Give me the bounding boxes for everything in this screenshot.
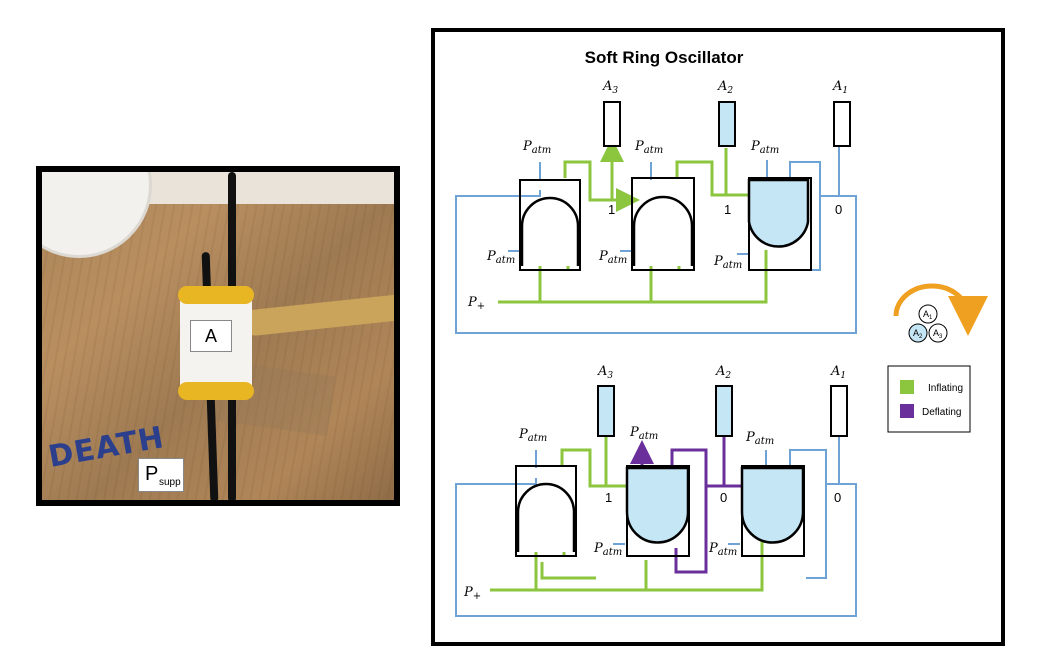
bottom-actuator-a3 (597, 385, 615, 437)
bottom-deflate-loop (670, 448, 708, 574)
bottom-feedback-tube (455, 450, 857, 617)
bottom-valve-2-membrane (625, 466, 690, 544)
supply-pressure-symbol: P (145, 463, 159, 485)
bottom-valve1-loop (540, 562, 596, 580)
actuator-photo: DEATH A P supp (42, 172, 394, 500)
bottom-actuator-a1 (830, 385, 848, 437)
top-label-a2: A2 (717, 79, 733, 96)
top-patm-6: Patm (713, 254, 742, 271)
top-pplus: P+ (467, 295, 485, 312)
cycle-label-a2: A2 (913, 328, 923, 340)
top-valve-2-membrane (632, 195, 694, 266)
top-valve3-tube (789, 161, 821, 271)
bottom-label-a3: A3 (597, 364, 613, 381)
photo-frame: DEATH A P supp (36, 166, 400, 506)
bottom-value-1: 1 (605, 490, 612, 505)
bottom-ring: A3 A2 A1 Patm Patm Patm Patm Patm P+ 1 0… (455, 364, 857, 617)
bottom-patm-2: Patm (629, 425, 658, 442)
top-label-a1: A1 (832, 79, 848, 96)
top-value-3: 0 (835, 202, 842, 217)
supply-pressure-label: P supp (138, 458, 184, 492)
top-patm-5: Patm (598, 249, 627, 266)
bottom-patm-3: Patm (745, 430, 774, 447)
top-patm-4: Patm (486, 249, 515, 266)
bottom-pplus: P+ (463, 585, 481, 602)
bottom-valve-3-membrane (740, 466, 805, 544)
top-valve-2 (631, 177, 695, 271)
cycle-icon: A1 A2 A3 (893, 283, 988, 343)
actuator-label-text: A (204, 325, 217, 346)
legend-label-inflating: Inflating (928, 383, 963, 394)
bottom-patm-6: Patm (708, 541, 737, 558)
cycle-node-a2 (908, 323, 928, 343)
top-valve-1-membrane (520, 196, 580, 266)
cycle-node-a3 (928, 323, 948, 343)
cycle-label-a1: A1 (923, 309, 933, 321)
top-ring: A3 A2 A1 Patm Patm Patm Patm Patm Patm P… (455, 79, 857, 334)
ring-oscillator-diagram: Soft Ring Oscillator (455, 48, 988, 617)
top-valve-3-membrane (747, 178, 810, 248)
top-actuator-a2 (718, 101, 736, 147)
legend: Inflating Deflating (887, 365, 971, 433)
legend-box (887, 365, 971, 433)
top-actuator-a3 (603, 101, 621, 147)
actuator-label: A (190, 320, 232, 352)
bottom-value-3: 0 (834, 490, 841, 505)
supply-pressure-subscript: supp (159, 477, 181, 488)
top-label-a3: A3 (602, 79, 618, 96)
top-patm-1: Patm (522, 139, 551, 156)
bottom-patm-5: Patm (593, 541, 622, 558)
bottom-actuator-a2 (715, 385, 733, 437)
bottom-valve3-tube (789, 449, 827, 579)
bottom-label-a1: A1 (830, 364, 846, 381)
cycle-label-a3: A3 (933, 328, 943, 340)
top-value-1: 1 (608, 202, 615, 217)
bottom-valve1-output (560, 448, 626, 488)
top-value-2: 1 (724, 202, 731, 217)
diagram-title: Soft Ring Oscillator (585, 48, 744, 67)
cycle-node-a1 (918, 304, 938, 324)
top-supply-line (498, 250, 768, 304)
top-feedback-tube (455, 190, 857, 334)
bottom-valve-1 (515, 465, 577, 557)
bottom-patm-1: Patm (518, 427, 547, 444)
bottom-valve-1-membrane (516, 482, 576, 552)
legend-label-deflating: Deflating (922, 407, 961, 418)
diagram-frame: Soft Ring Oscillator (431, 28, 1005, 646)
bottom-value-2: 0 (720, 490, 727, 505)
legend-swatch-deflating (900, 404, 914, 418)
actuator-top-ring (178, 286, 254, 304)
top-patm-2: Patm (634, 139, 663, 156)
top-actuator-a1 (833, 101, 851, 147)
top-patm-3: Patm (750, 139, 779, 156)
actuator-bottom-ring (178, 382, 254, 400)
legend-swatch-inflating (900, 380, 914, 394)
top-valve1-output (563, 160, 640, 212)
top-valve-1 (519, 179, 581, 271)
bottom-label-a2: A2 (715, 364, 731, 381)
cycle-arrow (893, 283, 988, 336)
